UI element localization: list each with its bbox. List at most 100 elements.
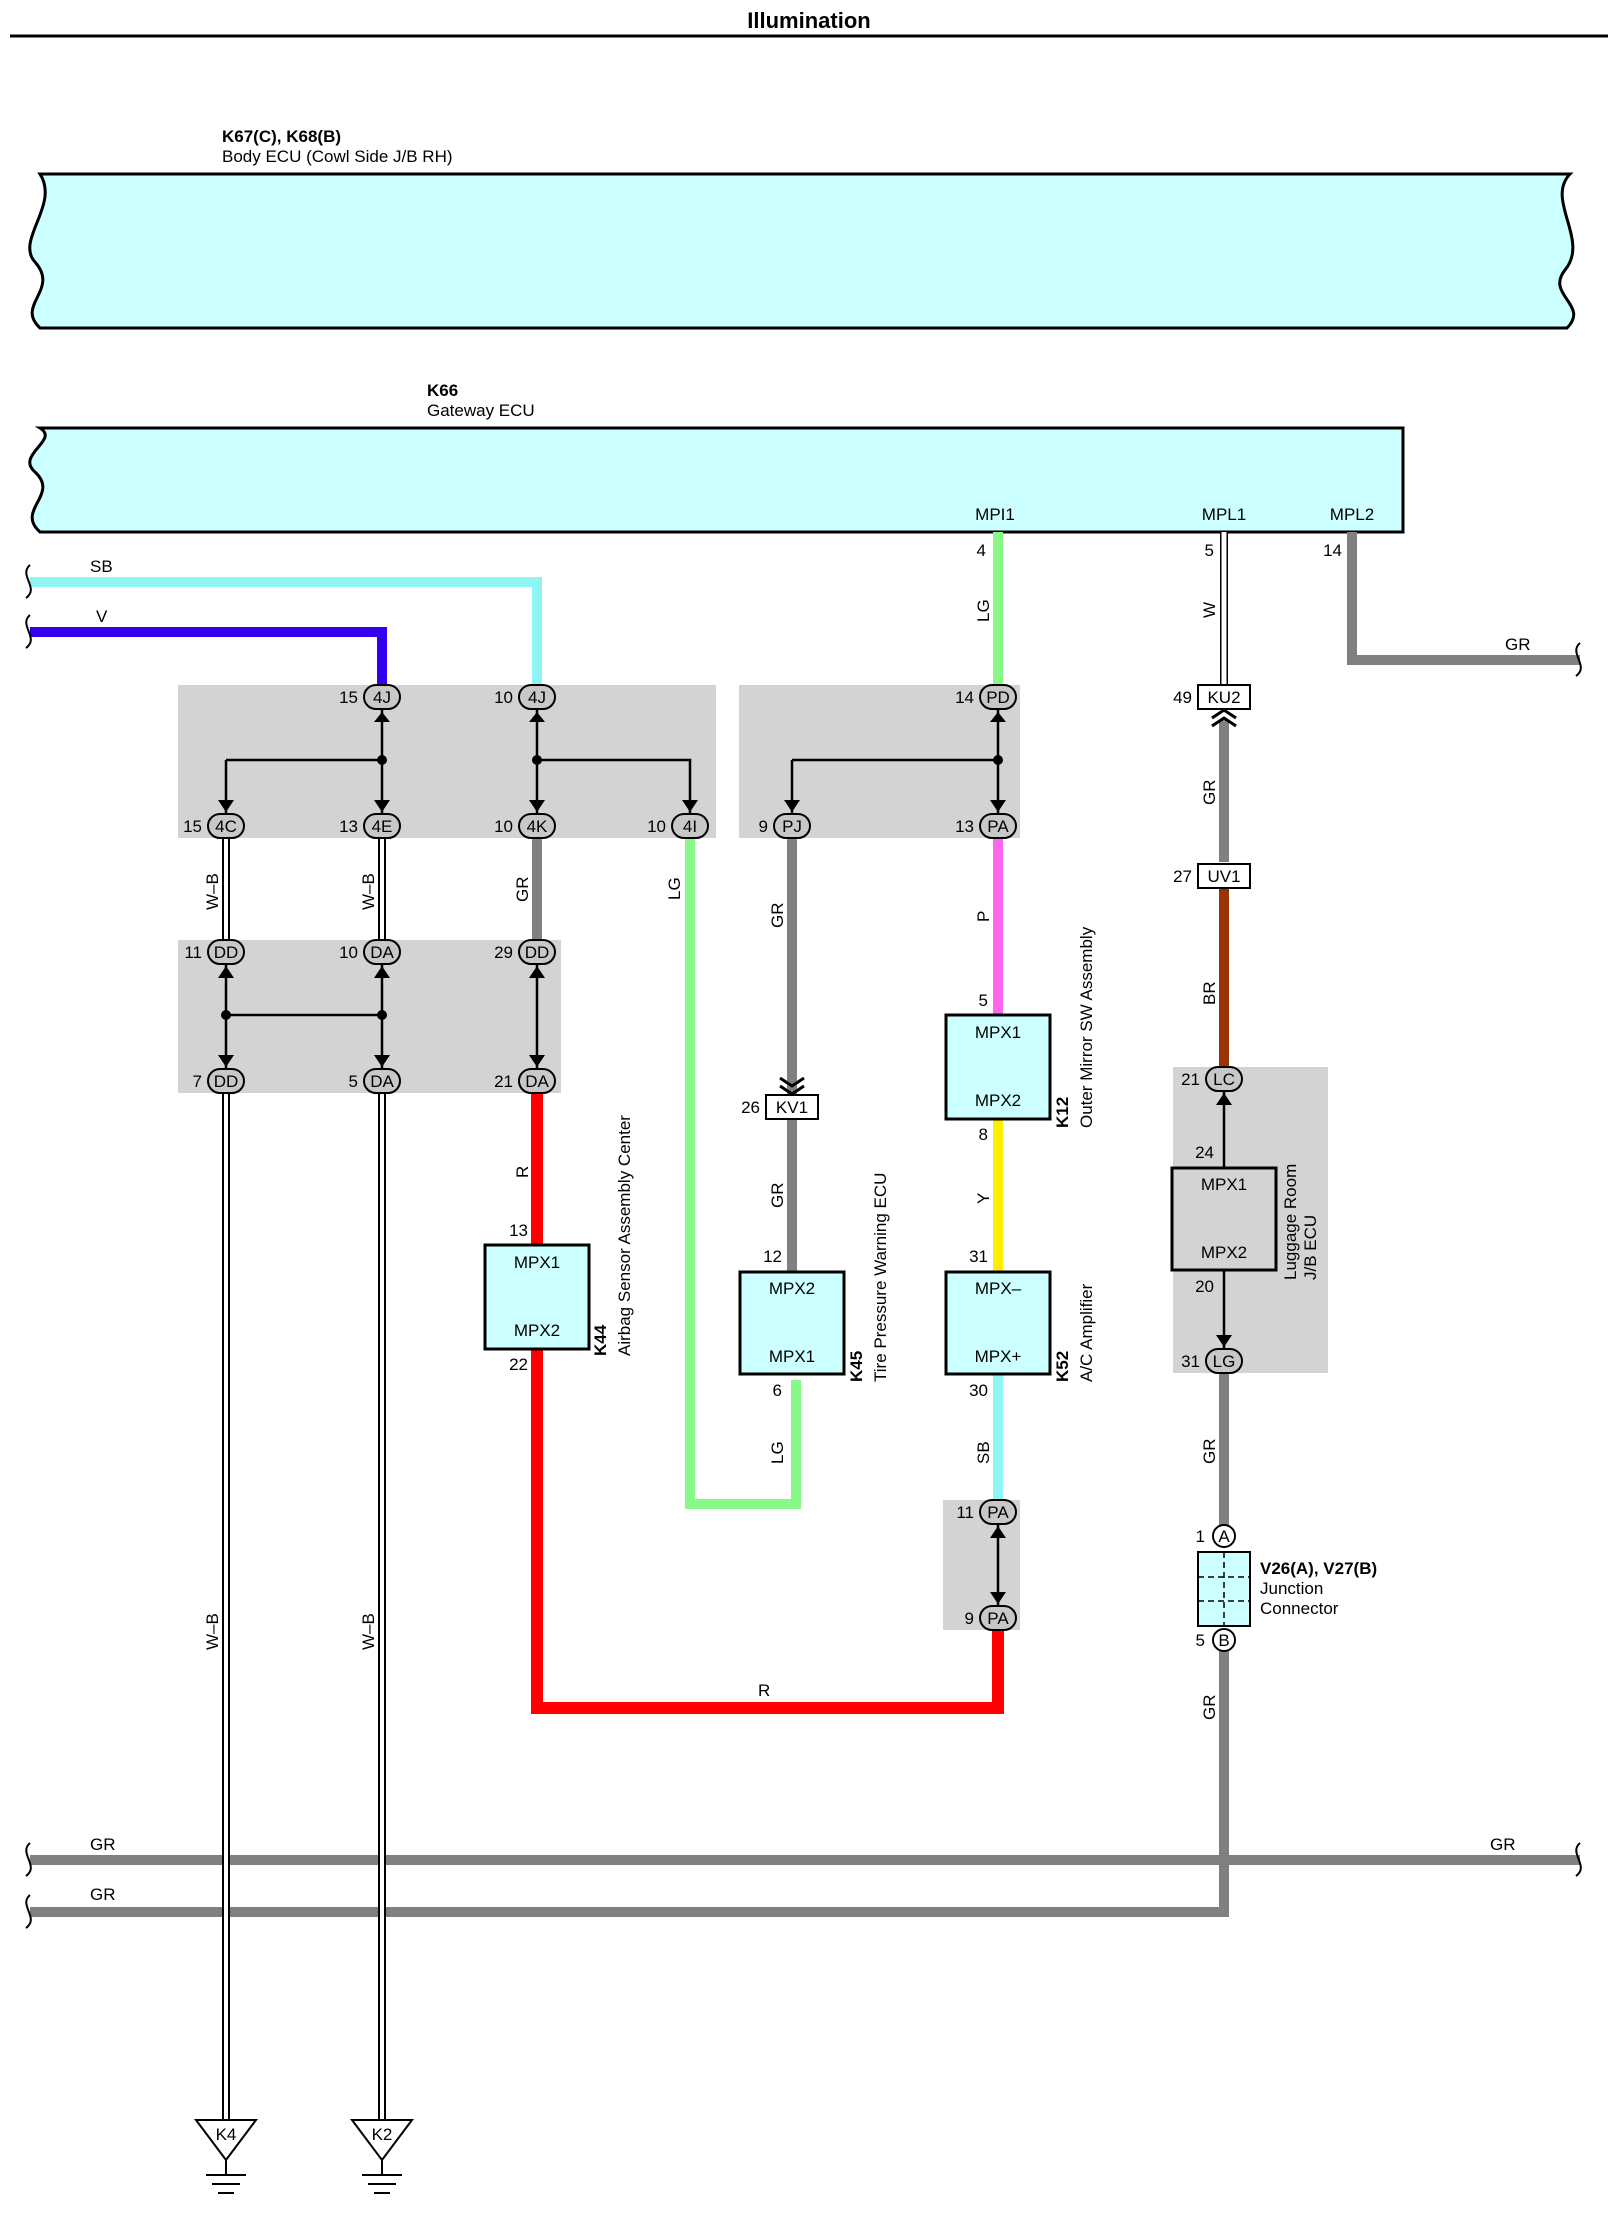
pin-k12-8: 8 — [979, 1125, 988, 1144]
connector-label: 4J — [528, 688, 546, 707]
connector-label: DD — [214, 943, 239, 962]
lr-t2: MPX2 — [1201, 1243, 1247, 1262]
pin-dd-11: 11 — [184, 943, 202, 962]
connector-label: B — [1218, 1631, 1229, 1650]
pin-mpl1-5: 5 — [1205, 541, 1214, 560]
connector-label: KU2 — [1207, 688, 1240, 707]
k12-t1: MPX1 — [975, 1023, 1021, 1042]
pin-k44-13: 13 — [509, 1221, 528, 1240]
wire-label-wb-1: W–B — [203, 873, 222, 910]
connector-label: KV1 — [776, 1098, 808, 1117]
body-ecu-code: K67(C), K68(B) — [222, 127, 341, 146]
pin-lg-31: 31 — [1181, 1352, 1200, 1371]
pin-kv1-26: 26 — [741, 1098, 760, 1117]
gateway-ecu-name: Gateway ECU — [427, 401, 535, 420]
wire-sb-top — [30, 577, 542, 685]
pin-k52-30: 30 — [969, 1381, 988, 1400]
wire-label-p: P — [974, 911, 993, 922]
wire-label-lg-3: LG — [768, 1441, 787, 1464]
connector-label: 4I — [683, 817, 697, 836]
connector-label: PJ — [782, 817, 802, 836]
wire-label-gr-8: GR — [90, 1835, 116, 1854]
ground-k4: K4 — [194, 2119, 258, 2194]
connector-4i: 4I — [671, 813, 709, 839]
connector-label: PA — [987, 1503, 1009, 1522]
wire-label-r-1: R — [513, 1166, 532, 1178]
pin-4c-15: 15 — [183, 817, 202, 836]
junction-connector: A B — [1197, 1524, 1251, 1652]
wire-label-sb: SB — [90, 557, 113, 576]
pin-k52-31: 31 — [969, 1247, 988, 1266]
connector-pj: PJ — [773, 813, 811, 839]
wire-label-wb-4: W–B — [359, 1613, 378, 1650]
connector-label: 4J — [373, 688, 391, 707]
k12-code: K12 — [1053, 1097, 1072, 1128]
pin-4k-10: 10 — [494, 817, 513, 836]
pin-dd-7: 7 — [193, 1072, 202, 1091]
ground-label: K4 — [216, 2125, 237, 2144]
pin-uv1-27: 27 — [1173, 867, 1192, 886]
wire-label-br: BR — [1200, 981, 1219, 1005]
connector-dd-29: DD — [518, 939, 556, 965]
connector-label: DD — [525, 943, 550, 962]
pin-k44-22: 22 — [509, 1355, 528, 1374]
pin-4j-15: 15 — [339, 688, 358, 707]
lr-name1: Luggage Room — [1281, 1164, 1300, 1280]
connector-pa-11: PA — [979, 1499, 1017, 1525]
connector-label: 4C — [215, 817, 237, 836]
junction-block-mid-top — [739, 685, 1020, 838]
k12-name: Outer Mirror SW Assembly — [1077, 926, 1096, 1128]
pin-k45-6: 6 — [773, 1381, 782, 1400]
connector-label: 4E — [372, 817, 393, 836]
wire-label-gr-2: GR — [768, 903, 787, 929]
connector-label: A — [1218, 1527, 1230, 1546]
k52-code: K52 — [1053, 1351, 1072, 1382]
wire-lg-4i-k45 — [685, 838, 801, 1509]
k44-t1: MPX1 — [514, 1253, 560, 1272]
connector-4c: 4C — [207, 813, 245, 839]
connector-da-5: DA — [363, 1068, 401, 1094]
connector-label: UV1 — [1207, 867, 1240, 886]
pin-4e-13: 13 — [339, 817, 358, 836]
module-k12 — [944, 1013, 1052, 1121]
pin-pd-14: 14 — [955, 688, 974, 707]
wire-label-wb-2: W–B — [359, 873, 378, 910]
pin-lr-24: 24 — [1195, 1143, 1214, 1162]
k44-name: Airbag Sensor Assembly Center — [615, 1115, 634, 1356]
wire-label-r-2: R — [758, 1681, 770, 1700]
k44-t2: MPX2 — [514, 1321, 560, 1340]
wire-r-k44-pa — [531, 1350, 1004, 1714]
k45-code: K45 — [847, 1351, 866, 1382]
connector-label: PA — [987, 817, 1009, 836]
pin-mpi1-4: 4 — [977, 541, 986, 560]
k52-t2: MPX+ — [975, 1347, 1022, 1366]
connector-lg: LG — [1205, 1348, 1243, 1374]
wire-label-gr-6: GR — [1200, 1439, 1219, 1465]
k52-name: A/C Amplifier — [1077, 1283, 1096, 1382]
junction-code: V26(A), V27(B) — [1260, 1559, 1377, 1578]
terminal-mpl2: MPL2 — [1330, 505, 1374, 524]
wire-label-v: V — [96, 607, 108, 626]
wire-label-lg-1: LG — [665, 877, 684, 900]
connector-uv1: UV1 — [1197, 863, 1251, 889]
pin-pa-13: 13 — [955, 817, 974, 836]
ground-label: K2 — [372, 2125, 393, 2144]
pin-da-5: 5 — [349, 1072, 358, 1091]
module-luggage-room-jb — [1170, 1166, 1278, 1272]
pin-pj-9: 9 — [759, 817, 768, 836]
wire-label-w: W — [1200, 602, 1219, 618]
connector-label: 4K — [527, 817, 548, 836]
ground-k2: K2 — [350, 2119, 414, 2194]
wire-label-gr-5: GR — [768, 1183, 787, 1209]
wire-label-wb-3: W–B — [203, 1613, 222, 1650]
pin-4i-10: 10 — [647, 817, 666, 836]
pin-4j-10: 10 — [494, 688, 513, 707]
module-k52 — [944, 1270, 1052, 1376]
k45-name: Tire Pressure Warning ECU — [871, 1173, 890, 1382]
connector-label: PD — [986, 688, 1010, 707]
wire-label-gr-1: GR — [513, 877, 532, 903]
k44-code: K44 — [591, 1324, 610, 1356]
gateway-ecu-block — [28, 426, 1405, 534]
wire-label-gr-4: GR — [1200, 780, 1219, 806]
